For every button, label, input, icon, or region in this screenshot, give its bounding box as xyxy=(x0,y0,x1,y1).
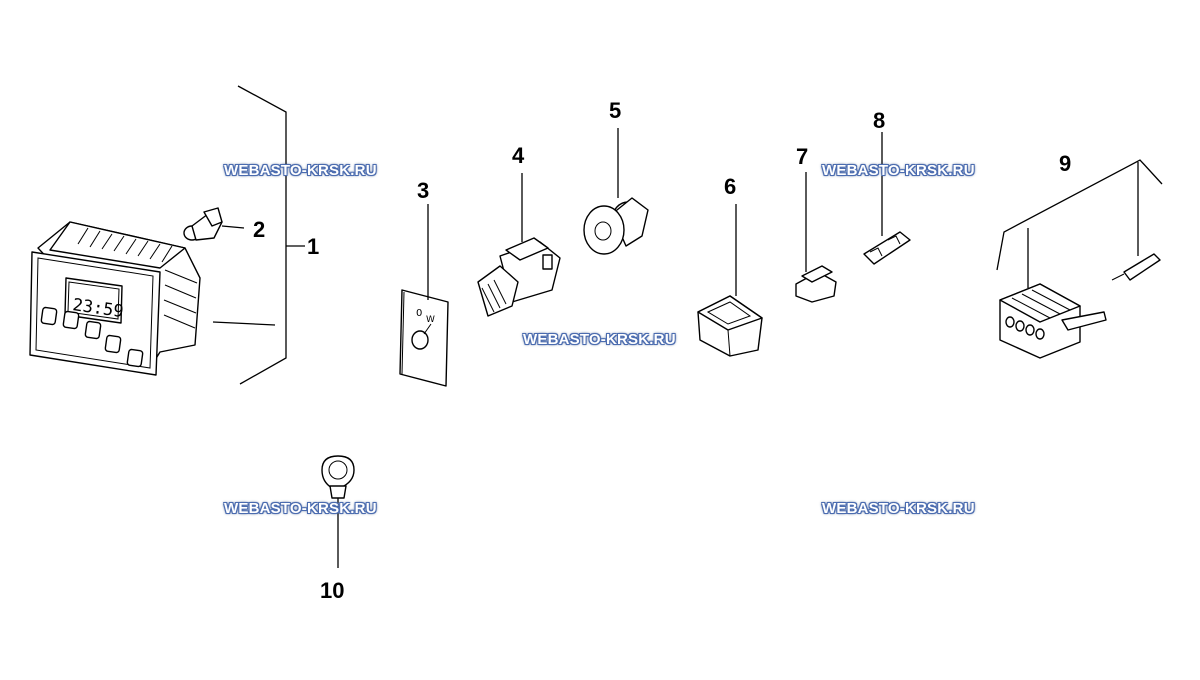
multi-pin-connector-icon xyxy=(996,159,1163,359)
part-number-4: 4 xyxy=(512,143,525,168)
svg-text:W: W xyxy=(426,315,435,325)
bulb-icon xyxy=(183,207,245,241)
watermark-text: WEBASTO-KRSK.RU xyxy=(224,162,377,179)
part-number-6: 6 xyxy=(724,174,736,199)
switch-plate-icon: 0 W xyxy=(399,204,449,387)
cable-clip-icon xyxy=(321,455,355,568)
part-number-9: 9 xyxy=(1059,151,1071,176)
timer-unit-icon: 23:59 xyxy=(29,85,305,385)
part-number-2: 2 xyxy=(253,217,265,242)
part-number-7: 7 xyxy=(796,144,808,169)
part-number-1: 1 xyxy=(307,234,319,259)
watermark-text: WEBASTO-KRSK.RU xyxy=(822,162,975,179)
part-number-5: 5 xyxy=(609,98,621,123)
part-number-3: 3 xyxy=(417,178,429,203)
blade-terminal-icon xyxy=(795,172,837,303)
rotary-knob-icon xyxy=(583,128,649,255)
connector-housing-icon xyxy=(697,204,763,357)
svg-text:0: 0 xyxy=(416,308,422,319)
crimp-terminal-icon xyxy=(863,132,911,265)
part-number-10: 10 xyxy=(320,578,344,603)
part-number-8: 8 xyxy=(873,108,885,133)
watermark-text: WEBASTO-KRSK.RU xyxy=(523,331,676,348)
watermark-text: WEBASTO-KRSK.RU xyxy=(822,500,975,517)
watermark-text: WEBASTO-KRSK.RU xyxy=(224,500,377,517)
key-switch-icon xyxy=(477,173,561,317)
